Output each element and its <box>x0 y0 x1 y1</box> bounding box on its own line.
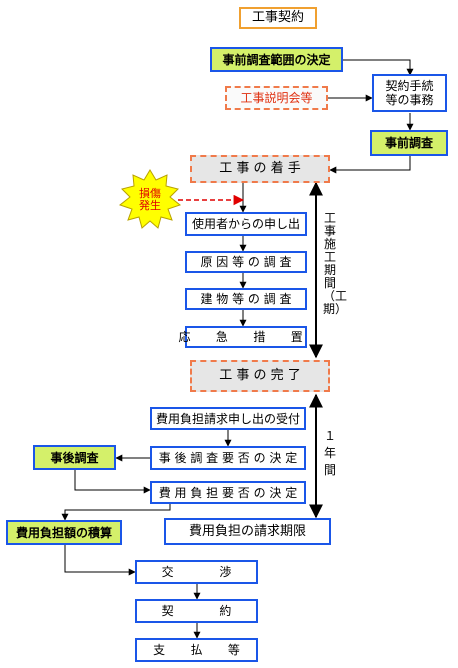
pre-survey-scope-box: 事前調査範囲の決定 <box>210 47 343 72</box>
pre-survey-box: 事前調査 <box>370 130 448 156</box>
user-report-box: 使用者からの申し出 <box>185 212 307 236</box>
claim-deadline-box: 費用負担の請求期限 <box>164 518 331 545</box>
claim-receipt-box: 費用負担請求申し出の受付 <box>150 407 306 430</box>
negotiation-box: 交 渉 <box>135 560 258 584</box>
contract-box: 契 約 <box>135 599 258 623</box>
post-survey-decision-box: 事 後 調 査 要 否 の 決 定 <box>150 446 306 470</box>
contract-label: 契 約 <box>161 604 232 618</box>
briefing-box: 工事説明会等 <box>225 86 328 110</box>
arrow-burden-to-estimate <box>61 502 171 521</box>
construction-period-label: 工事施工期間（工期） <box>323 211 348 316</box>
burst-icon <box>118 169 182 229</box>
arrow-survey-to-start <box>329 156 411 174</box>
payment-label: 支 払 等 <box>153 643 240 657</box>
arrow-postsurvey-to-burden <box>74 470 151 494</box>
payment-box: 支 払 等 <box>135 638 258 662</box>
one-year-label: １年間 <box>323 429 336 477</box>
briefing-label: 工事説明会等 <box>240 91 313 105</box>
arrow-scope-to-contract <box>343 59 414 76</box>
negotiation-label: 交 渉 <box>161 565 232 579</box>
post-survey-box: 事後調査 <box>33 445 116 470</box>
construction-start-box: 工 事 の 着 手 <box>190 155 330 183</box>
damage-burst-label: 損傷 発生 <box>139 187 161 212</box>
arrow-estimate-to-negotiation <box>64 545 136 576</box>
construction-complete-box: 工 事 の 完 了 <box>190 360 330 392</box>
contract-procedures-box: 契約手続 等の事務 <box>372 74 447 112</box>
building-survey-box: 建 物 等 の 調 査 <box>185 288 307 310</box>
burden-estimate-box: 費用負担額の積算 <box>6 520 122 545</box>
burden-decision-box: 費 用 負 担 要 否 の 決 定 <box>150 481 306 504</box>
cause-survey-box: 原 因 等 の 調 査 <box>185 251 307 273</box>
emergency-measure-box: 応 急 措 置 <box>178 326 307 348</box>
contract-title: 工事契約 <box>239 7 317 29</box>
